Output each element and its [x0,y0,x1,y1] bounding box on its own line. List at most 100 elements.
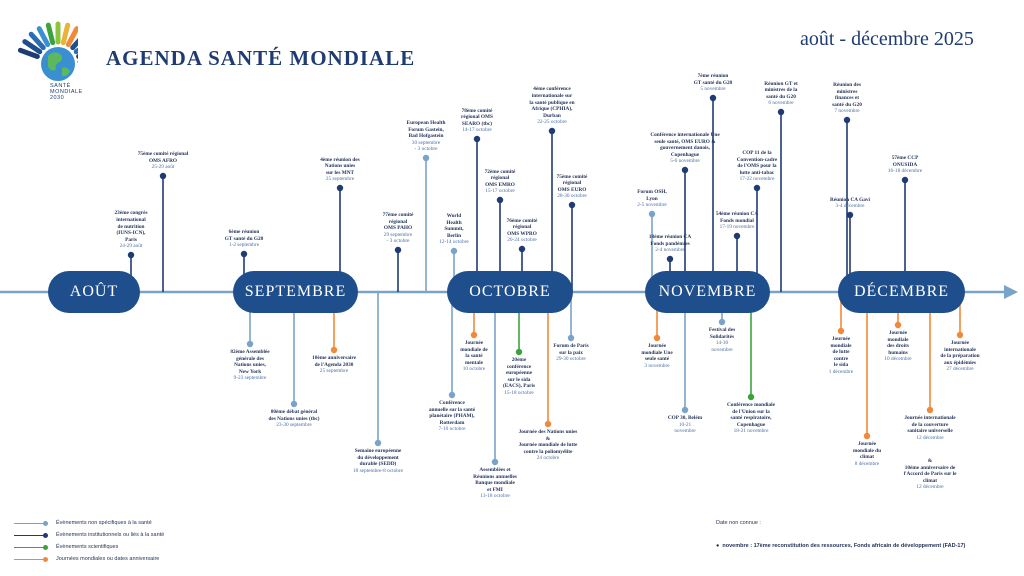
event-name: 7ème réunion GT santé du G20 [693,73,733,86]
event-date: 3 novembre [644,362,670,369]
event-date: 15-18 octobre [504,389,534,396]
event-e8: 78ème comité régional OMS SEARO (tbc)14-… [437,108,517,134]
event-dot [496,196,504,204]
event-date: 27 décembre [946,366,974,373]
event-dot [956,331,964,339]
event-name: Journée mondiale de la santé mentale [460,340,488,366]
legend-label: Évènements scientifiques [56,544,119,550]
event-date: 1 décembre [828,368,854,375]
event-name: Festival des Solidarités [708,327,736,340]
logo-ray [70,38,78,51]
logo-text-1: SANTÉ [50,83,71,89]
event-name: Conférence mondiale de l'Union sur la sa… [726,402,775,428]
event-date: 7-10 octobre [438,426,466,433]
legend-dot-icon [43,544,48,550]
event-name: Réunion GT et ministres de la santé du G… [764,80,798,100]
event-name: Journée mondiale Une seule santé [641,343,673,363]
timeline-arrow-icon [1004,285,1018,299]
event-e1: 23ème congrès international de nutrition… [91,210,171,250]
logo-ray [36,26,51,48]
event-dot [448,391,456,399]
event-date: 9-23 septembre [233,375,267,382]
event-dot [709,94,717,102]
event-name: 80ème débat général des Nations unies (t… [268,409,320,422]
event-dot [926,406,934,414]
event-name: Conférence annuelle sur la santé planéta… [428,400,476,426]
event-name: Journée internationale de la couverture … [904,415,956,435]
event-e28: Conférence annuelle sur la santé planéta… [412,400,492,433]
event-dot [901,176,909,184]
event-date: 14-30 novembre [711,340,733,353]
event-name: Journée mondiale de lutte contre le sida [830,336,852,369]
page-title: AGENDA SANTÉ MONDIALE [106,46,416,70]
event-dot [336,184,344,192]
event-date: 2-5 novembre [637,202,667,209]
event-dot [653,334,661,342]
legend-item-awareness: Journées mondiales ou dates anniversaire [14,556,159,562]
legend-dot-icon [43,556,48,562]
event-e11: 4ème conférence internationale sur la sa… [512,86,592,126]
event-date: 8 décembre [854,460,880,467]
logo-ray [65,26,78,48]
event-dot [374,439,382,447]
logo-ray [45,22,56,46]
event-name: 6ème réunion GT santé du G20 [224,229,264,242]
event-date: 5 novembre [700,86,726,93]
event-dot [681,166,689,174]
event-dot [846,211,854,219]
event-name: Journée internationale de la préparation… [940,340,980,366]
legend-item-scientific: Évènements scientifiques [14,544,118,550]
event-date: 25-29 août [151,164,175,171]
event-dot [648,210,656,218]
legend-line-icon [14,544,48,550]
event-dot [518,245,526,253]
event-dot [127,251,135,259]
event-date: 24 octobre [536,455,560,462]
event-dot [568,201,576,209]
event-e40: Journée internationale de la couverture … [890,415,970,441]
logo-ray [60,22,71,46]
logo-text-2: MONDIALE [50,89,83,95]
legend-label: Évènements institutionnels ou liés à la … [56,532,165,538]
event-dot [470,331,478,339]
event-name: Réunion des ministres finances et santé … [832,82,862,108]
event-dot [394,246,402,254]
undated-title: Date non connue : [716,520,761,526]
event-dot [681,406,689,414]
event-name: 57ème CCP ONUSIDA [891,155,919,168]
event-name: 18ème réunion CA Fonds pandémies [648,234,692,247]
event-date: 13-18 octobre [480,493,510,500]
legend-item-non_specific: Évènements non spécifiques à la santé [14,520,152,526]
event-dot [733,232,741,240]
event-date: 15-17 octobre [485,188,515,195]
legend-label: Journées mondiales ou dates anniversaire [56,556,160,562]
event-dot [450,247,458,255]
event-date: 16-18 décembre [887,168,923,175]
event-date: 23-30 septembre [276,422,312,429]
event-date: 20-24 octobre [507,237,537,244]
event-dot [863,432,871,440]
event-name: 23ème congrès international de nutrition… [114,210,148,243]
event-name: World Health Summit, Berlin [444,213,464,239]
event-dot [718,318,726,326]
logo-ray [28,31,46,51]
event-e23: 82ème Assemblée générale des Nations uni… [210,349,290,382]
event-name: Journée mondiale des droits humains [887,330,909,356]
event-name: Journée des Nations unies & Journée mond… [518,429,578,455]
event-date: 3-4 décembre [835,203,865,210]
event-date: 10 octobre [462,366,486,373]
legend-line-icon [14,556,48,562]
event-name: European Health Forum Gastein, Bad Hofga… [406,120,446,140]
